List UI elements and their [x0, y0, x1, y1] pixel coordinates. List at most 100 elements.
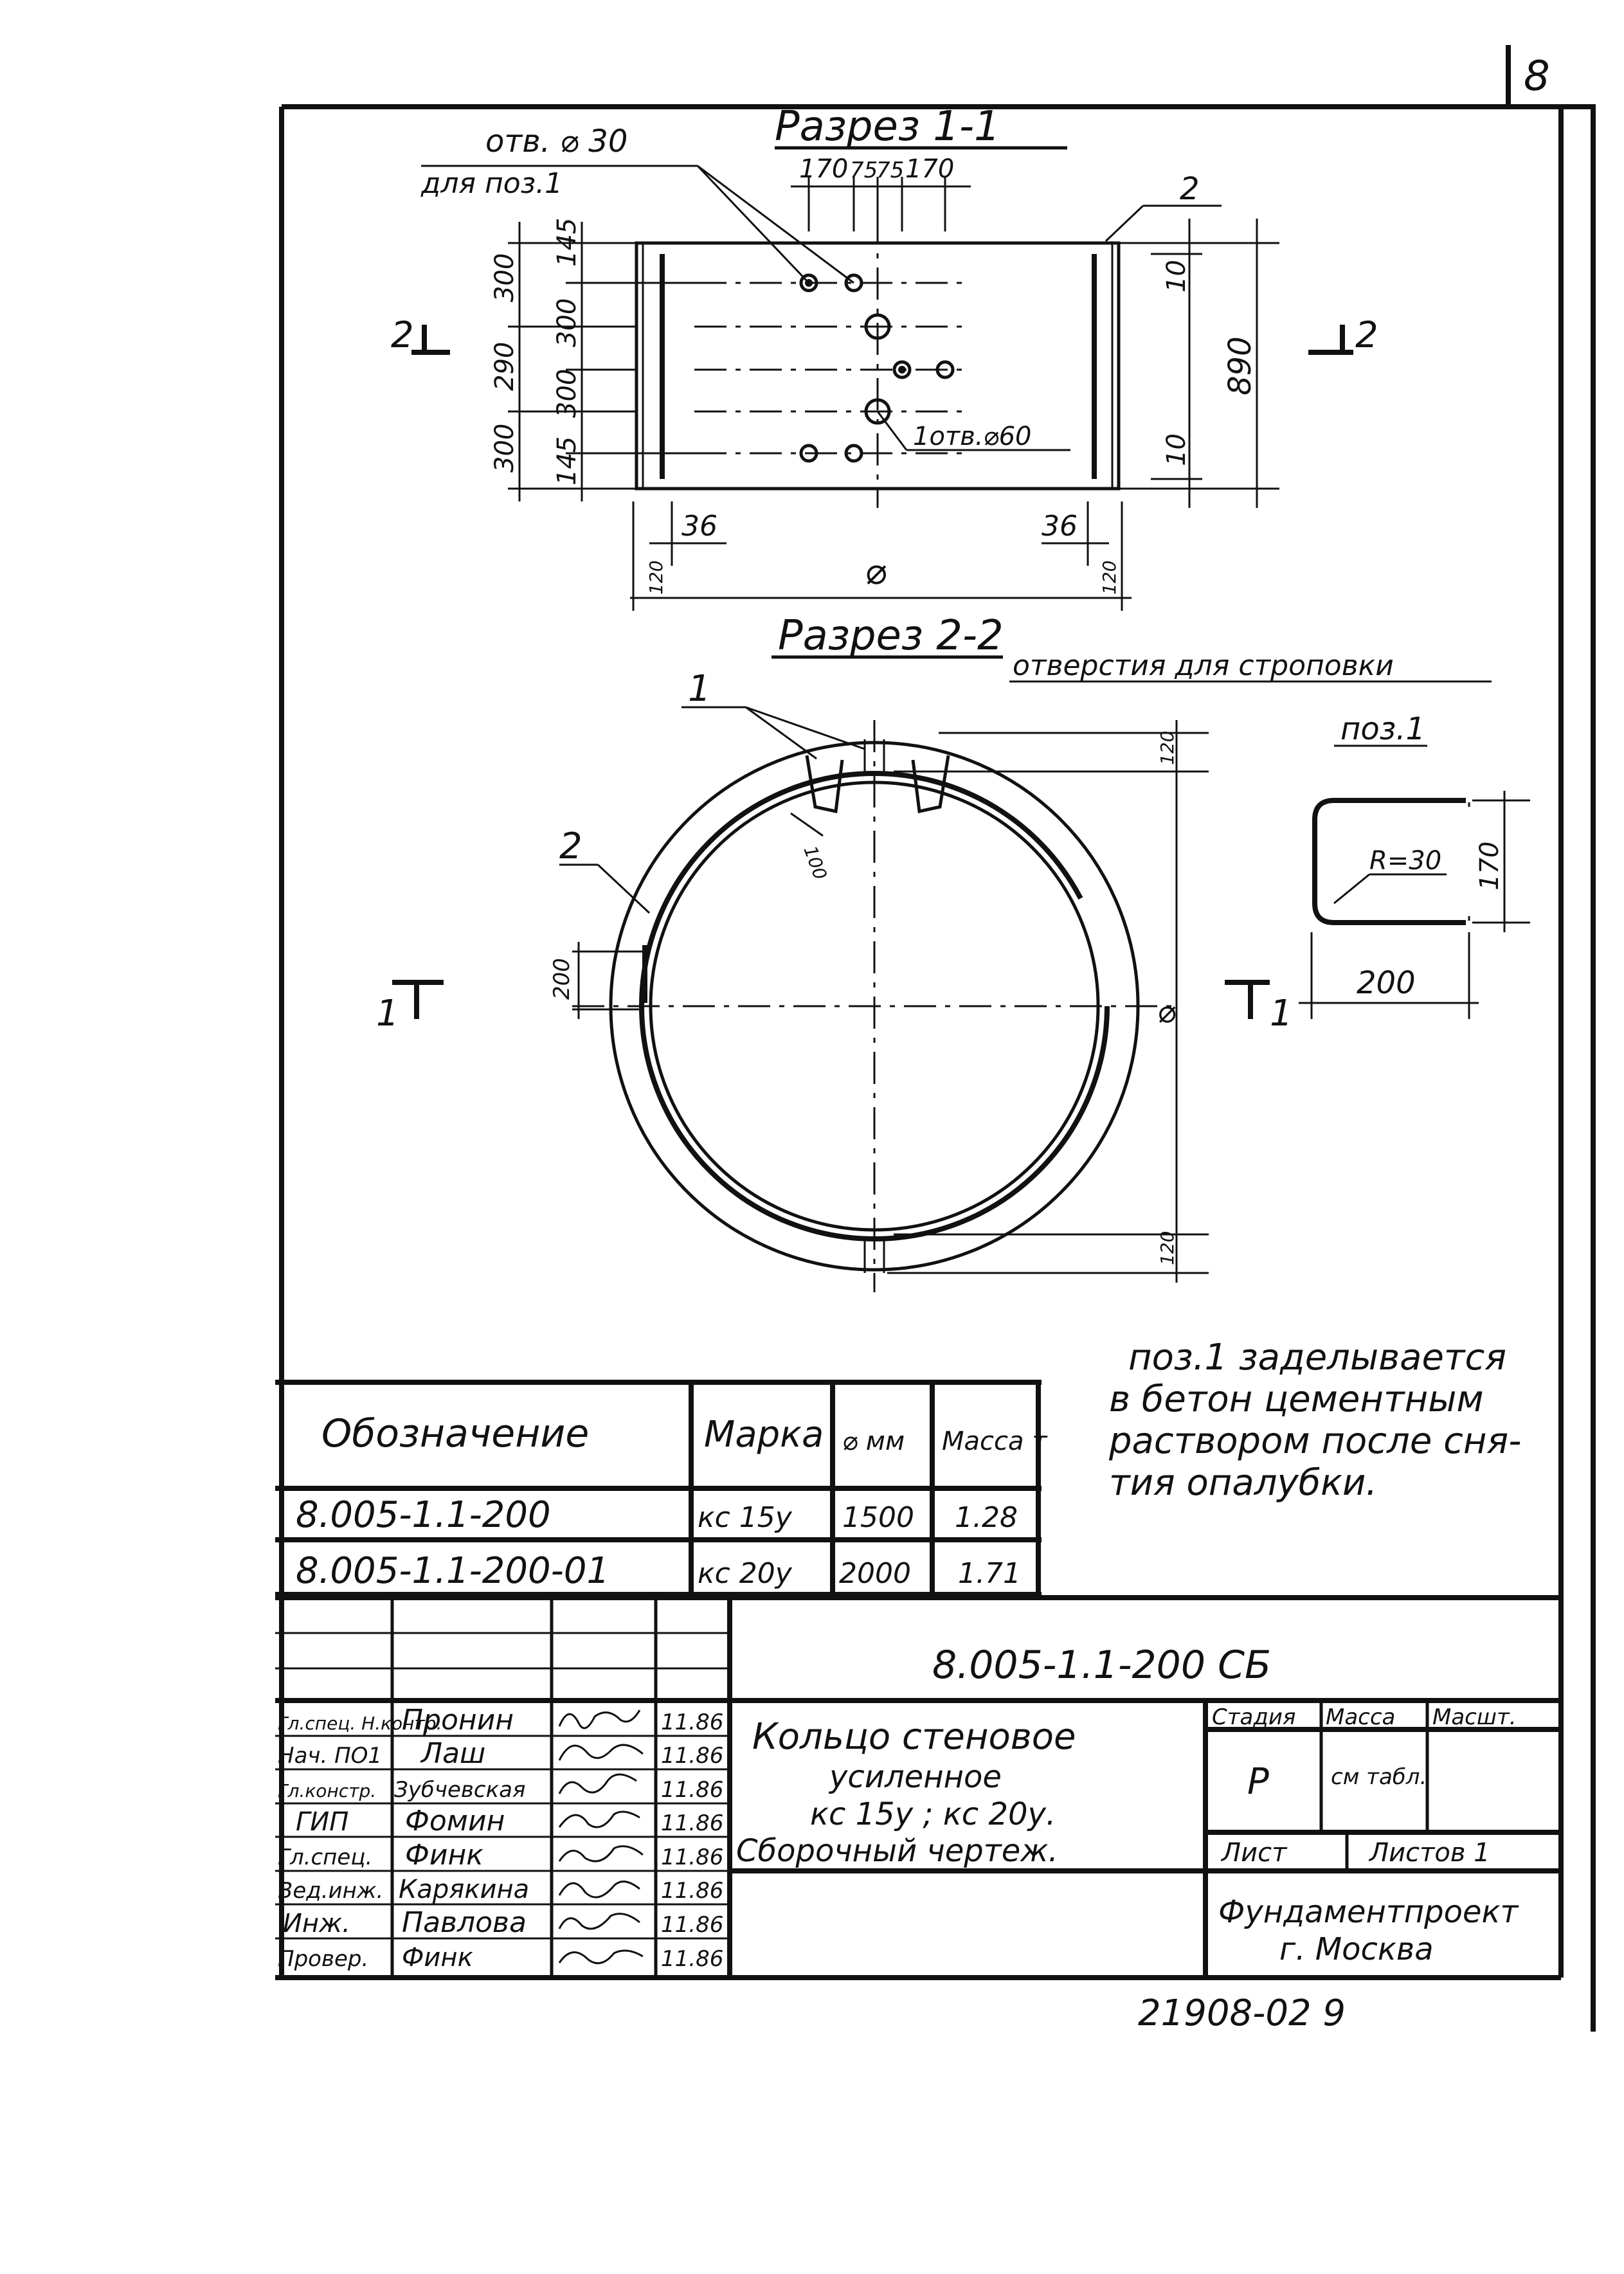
dim-bottom-36-right: 36	[1042, 510, 1078, 543]
hole-axis-lines	[694, 282, 964, 455]
dim-200-section-2: 200	[549, 958, 575, 1000]
dim-left-145-top: 145	[552, 218, 582, 267]
pos1-height: 170	[1475, 842, 1504, 890]
sig-role-7: Инж.	[283, 1909, 350, 1938]
row2-mark: кс 20у	[698, 1557, 793, 1590]
section-1-1: Разрез 1-1	[391, 103, 1378, 611]
sig-role-5: Гл.спец.	[278, 1845, 372, 1870]
hole-d60-note: 1отв.⌀60	[913, 422, 1032, 451]
pos1-radius: R=30	[1369, 846, 1441, 876]
row1-mass: 1.28	[955, 1501, 1018, 1534]
dim-100: 100	[799, 843, 831, 883]
dim-wall-120-left: 120	[645, 561, 667, 595]
org-line-2: г. Москва	[1279, 1931, 1434, 1967]
sig-name-7: Павлова	[402, 1906, 527, 1939]
cut-2-right: 2	[1355, 314, 1378, 356]
note: поз.1 заделывается в бетон цементным рас…	[1108, 1337, 1521, 1504]
note-line-3: раствором после сня-	[1108, 1420, 1521, 1462]
dim-wall-120-right: 120	[1099, 561, 1120, 595]
dim-left-300-top: 300	[490, 253, 519, 302]
spec-table: Обозначение Марка ⌀ мм Масса т 8.005-1.1…	[275, 1380, 1048, 1597]
callout-1-section-2: 1	[688, 668, 711, 710]
row1-diameter: 1500	[842, 1501, 914, 1534]
dim-left-300-b: 300	[552, 369, 582, 418]
pos1-bracket	[1312, 798, 1466, 925]
sig-role-2: Нач. ПО1	[278, 1743, 382, 1769]
dim-120-top: 120	[1157, 731, 1178, 765]
sheet-label: Лист	[1220, 1838, 1288, 1868]
sig-name-8: Финк	[402, 1943, 473, 1972]
dim-top-170-left: 170	[799, 154, 848, 184]
title-line-2: усиленное	[828, 1759, 1002, 1795]
dim-right-10-top: 10	[1162, 260, 1191, 293]
cut-2-left: 2	[391, 314, 414, 356]
pos1-title: поз.1	[1340, 711, 1425, 747]
sig-role-3: Гл.констр.	[278, 1780, 376, 1801]
lifting-pockets	[805, 739, 950, 1273]
sig-role-6: Вед.инж.	[278, 1878, 383, 1904]
hole-d30-note: отв. ⌀ 30	[485, 123, 627, 159]
left-dimension-chain: 300 290 300 145 300 300 145	[490, 218, 694, 501]
right-dimension-chain: 2 10 890 10	[1105, 171, 1279, 508]
doc-code: 8.005-1.1-200 СБ	[932, 1643, 1271, 1688]
signature-rows: Гл.спец. Н.контр. Пронин 11.86 Нач. ПО1 …	[278, 1704, 723, 1972]
callout-2-section-1: 2	[1180, 171, 1200, 207]
cut-1-left: 1	[376, 993, 399, 1034]
stage-value: Р	[1247, 1761, 1269, 1803]
dim-top-75-right: 75	[876, 158, 904, 183]
section-2-subtitle: отверстия для строповки	[1013, 649, 1394, 682]
sig-name-5: Финк	[405, 1839, 483, 1872]
mass-header: Масса	[1326, 1704, 1395, 1730]
section-2-2: Разрез 2-2 отверстия для строповки 1 100	[376, 612, 1492, 1292]
sig-name-4: Фомин	[405, 1805, 505, 1837]
title-line-1: Кольцо стеновое	[752, 1716, 1076, 1758]
sig-date-1: 11.86	[661, 1710, 723, 1735]
sig-date-5: 11.86	[661, 1845, 723, 1870]
pos1-detail: поз.1 R=30 170 200	[1299, 711, 1530, 1019]
sig-date-2: 11.86	[661, 1743, 723, 1769]
sig-date-4: 11.86	[661, 1810, 723, 1836]
th-designation: Обозначение	[321, 1411, 589, 1456]
th-mark: Марка	[704, 1414, 824, 1456]
sig-role-8: Провер.	[278, 1946, 368, 1972]
callout-2-section-2: 2	[559, 826, 582, 867]
diameter-symbol-2: ⌀	[1157, 994, 1176, 1030]
sheets-label: Листов 1	[1368, 1838, 1490, 1868]
sig-name-3: Зубчевская	[394, 1777, 525, 1803]
scale-header: Масшт.	[1432, 1704, 1517, 1730]
dim-top-170-right: 170	[905, 154, 954, 184]
dim-left-300-a: 300	[552, 298, 582, 347]
sig-date-3: 11.86	[661, 1777, 723, 1803]
dim-bottom-36-left: 36	[681, 510, 717, 543]
sig-date-6: 11.86	[661, 1878, 723, 1904]
cut-1-right: 1	[1270, 993, 1293, 1034]
title-line-4: Сборочный чертеж.	[736, 1833, 1058, 1869]
section-2-title: Разрез 2-2	[778, 612, 1004, 660]
note-line-4: тия опалубки.	[1109, 1462, 1377, 1504]
dim-top-75-left: 75	[850, 158, 878, 183]
sig-name-1: Пронин	[402, 1704, 514, 1737]
sig-date-8: 11.86	[661, 1946, 723, 1972]
mass-value: см табл.	[1331, 1764, 1427, 1790]
diameter-symbol-1: ⌀	[865, 551, 887, 593]
row1-designation: 8.005-1.1-200	[296, 1494, 551, 1536]
dim-120-bottom: 120	[1157, 1231, 1178, 1265]
sheet-number: 8	[1524, 53, 1550, 100]
dim-890: 890	[1222, 336, 1258, 395]
bottom-dimension-chain: 36 36 120 120 ⌀	[630, 501, 1132, 611]
sig-name-6: Карякина	[399, 1875, 529, 1904]
row2-designation: 8.005-1.1-200-01	[296, 1550, 609, 1592]
th-diameter: ⌀ мм	[842, 1427, 905, 1456]
note-line-1: поз.1 заделывается	[1128, 1337, 1506, 1378]
dim-left-145-bottom: 145	[552, 437, 582, 485]
org-line-1: Фундаментпроект	[1218, 1894, 1520, 1930]
sheet-frame	[275, 45, 1596, 2032]
row2-diameter: 2000	[839, 1557, 911, 1590]
stage-header: Стадия	[1212, 1704, 1295, 1730]
sig-date-7: 11.86	[661, 1912, 723, 1938]
title-line-3: кс 15у ; кс 20у.	[810, 1796, 1056, 1832]
sig-role-1: Гл.спец. Н.контр.	[278, 1713, 442, 1734]
archive-number: 21908-02 9	[1138, 1992, 1346, 2034]
sig-role-4: ГИП	[296, 1807, 348, 1837]
